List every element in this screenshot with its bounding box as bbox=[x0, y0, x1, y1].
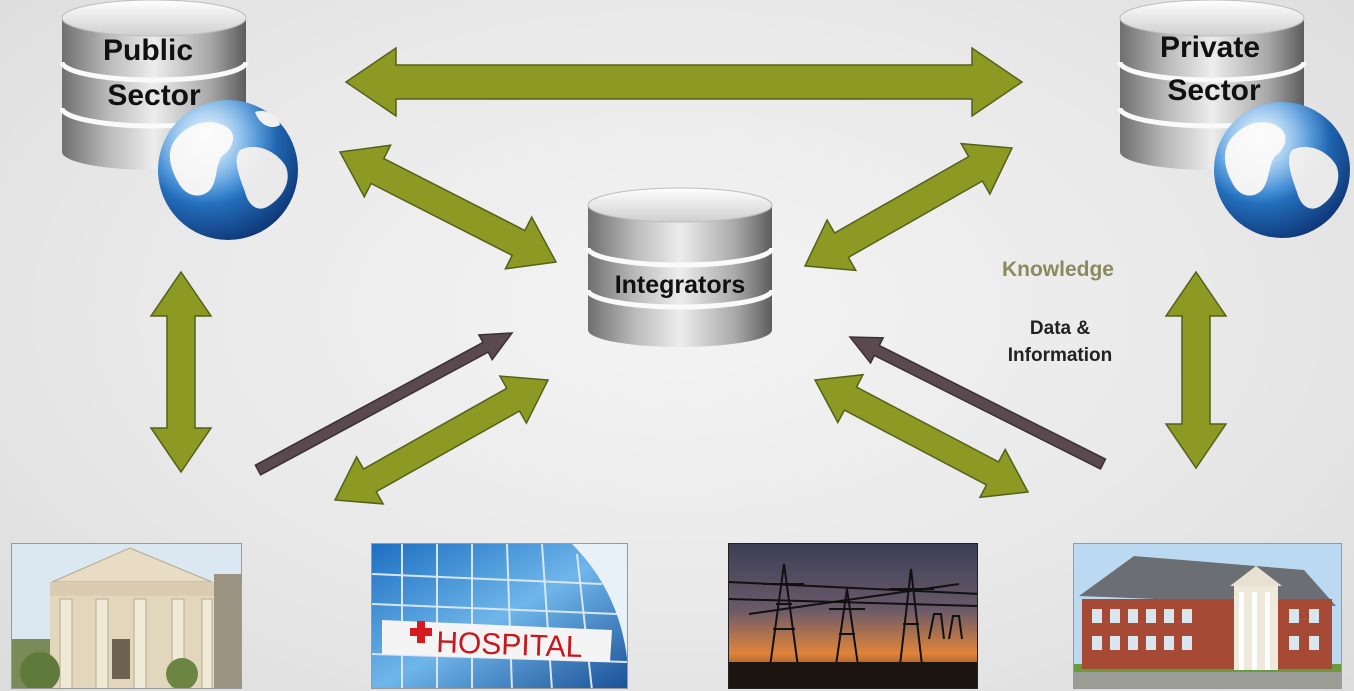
public-integrators-arrow bbox=[338, 144, 558, 270]
integrators-database: Integrators bbox=[585, 187, 775, 347]
globe-icon bbox=[1214, 102, 1350, 238]
hospital-integrators-arrow bbox=[333, 375, 550, 505]
knowledge-label: Knowledge bbox=[1001, 258, 1114, 281]
power-integrators-arrow bbox=[813, 373, 1030, 499]
data-information-label: Data & Information bbox=[965, 315, 1155, 369]
integrators-label: Integrators bbox=[615, 271, 746, 299]
data-information-label-line2: Information bbox=[1007, 345, 1113, 366]
power-grid-photo bbox=[728, 543, 978, 689]
private-sector-label-line2: Sector bbox=[1167, 74, 1261, 107]
top-bidirectional-arrow bbox=[344, 46, 1024, 118]
public-sector-label-line2: Sector bbox=[107, 79, 201, 112]
public-left-vertical-arrow bbox=[149, 270, 213, 474]
public-sector-label-line1: Public bbox=[103, 34, 193, 67]
office-data-arrow bbox=[848, 336, 1107, 470]
private-right-vertical-arrow bbox=[1164, 270, 1228, 470]
globe-icon bbox=[158, 100, 298, 240]
government-building-photo bbox=[11, 543, 242, 689]
public-sector-database: Public Sector bbox=[59, 0, 249, 170]
private-integrators-arrow bbox=[803, 142, 1014, 272]
hospital-photo: HOSPITAL bbox=[371, 543, 628, 689]
hospital-sign-text: HOSPITAL bbox=[436, 626, 583, 664]
private-sector-label-line1: Private bbox=[1160, 31, 1260, 64]
arrows-layer bbox=[149, 46, 1228, 505]
building-data-arrow bbox=[254, 332, 514, 476]
office-building-photo bbox=[1073, 543, 1342, 689]
data-information-label-line1: Data & bbox=[1029, 318, 1091, 339]
